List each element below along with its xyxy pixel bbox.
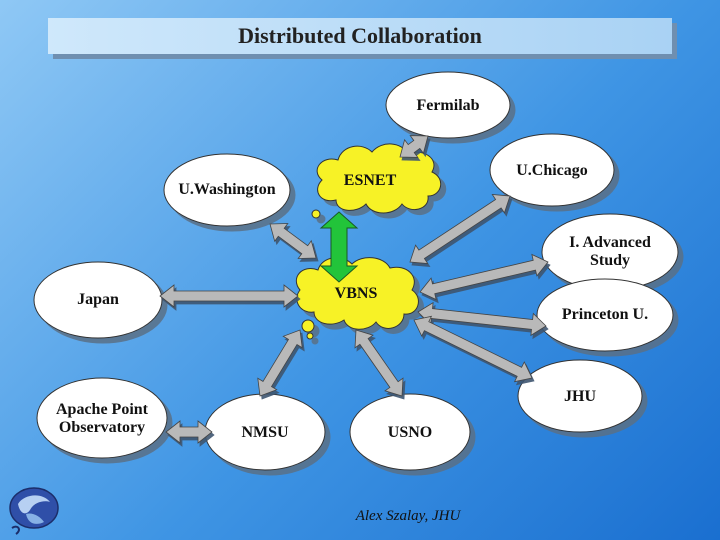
author-credit: Alex Szalay, JHU bbox=[355, 508, 461, 524]
node-u-chicago bbox=[489, 133, 615, 207]
arrow-princeton-vbns bbox=[417, 301, 547, 337]
vbns-cloud bbox=[295, 257, 419, 340]
label-princeton: Princeton U. bbox=[561, 306, 649, 323]
label-nmsu: NMSU bbox=[241, 424, 289, 441]
label-u-chicago: U.Chicago bbox=[516, 162, 588, 179]
arrow-uwash-esnet-link bbox=[269, 223, 317, 259]
label-esnet: ESNET bbox=[343, 172, 397, 189]
arrow-usno-vbns bbox=[354, 329, 404, 397]
node-u-washington bbox=[163, 153, 291, 227]
label-apache-point: Apache Point Observatory bbox=[56, 401, 148, 437]
arrow-japan-vbns bbox=[159, 284, 299, 308]
node-fermilab bbox=[385, 71, 511, 139]
label-jhu: JHU bbox=[564, 388, 596, 405]
label-fermilab: Fermilab bbox=[416, 97, 480, 114]
slide-title: Distributed Collaboration bbox=[238, 23, 482, 48]
arrow-uchicago-vbns bbox=[409, 194, 511, 264]
arrow-nmsu-vbns bbox=[257, 329, 303, 397]
node-japan bbox=[33, 261, 163, 339]
node-usno bbox=[349, 393, 471, 471]
title-banner: Distributed Collaboration bbox=[48, 18, 672, 54]
esnet-cloud bbox=[311, 143, 442, 219]
node-princeton bbox=[536, 278, 674, 352]
arrow-apache-nmsu bbox=[165, 420, 213, 444]
node-jhu bbox=[517, 359, 643, 433]
esnet-vbns-link bbox=[319, 211, 359, 283]
node-apache-point bbox=[36, 377, 168, 459]
arrow-ias-vbns bbox=[419, 253, 549, 301]
arrow-jhu-vbns bbox=[413, 315, 533, 383]
label-usno: USNO bbox=[387, 424, 433, 441]
label-vbns: VBNS bbox=[334, 285, 378, 302]
globe-logo-icon bbox=[9, 487, 59, 535]
label-ias: I. Advanced Study bbox=[569, 234, 651, 270]
label-japan: Japan bbox=[77, 291, 119, 308]
label-u-washington: U.Washington bbox=[178, 181, 276, 198]
arrow-fermilab-esnet bbox=[399, 135, 429, 158]
